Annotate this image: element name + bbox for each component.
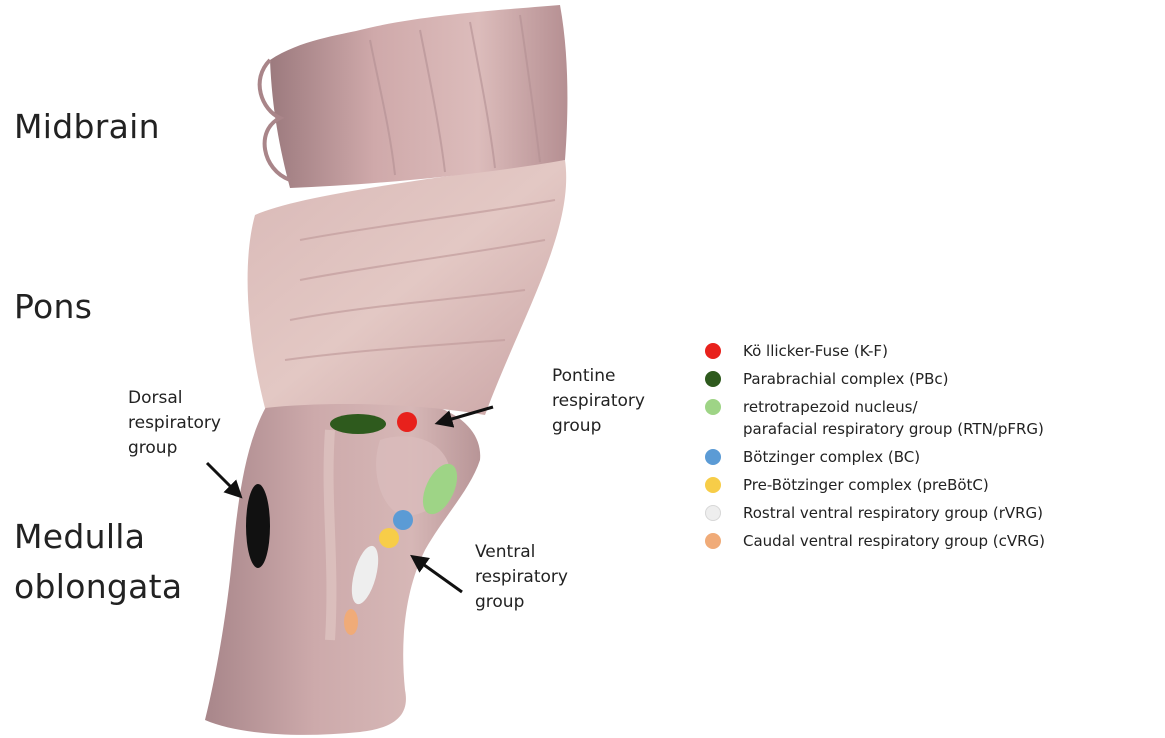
legend-item-kolliker-fuse: Kö llicker-Fuse (K-F) (705, 340, 1155, 362)
brainstem-illustration (205, 5, 567, 735)
rvrg-swatch (705, 505, 721, 521)
botzinger-marker (393, 510, 413, 530)
pons-shape (248, 160, 567, 415)
legend-label: Parabrachial complex (PBc) (743, 368, 948, 390)
legend-label: retrotrapezoid nucleus/ (743, 396, 1044, 418)
medulla-label-line2: oblongata (14, 568, 182, 606)
pre-botzinger-marker (379, 528, 399, 548)
pontine-group-line: Pontine (552, 364, 645, 389)
pons-label: Pons (14, 288, 92, 326)
dorsal-arrow (207, 463, 240, 496)
dorsal-group-label: Dorsal respiratory group (128, 386, 221, 461)
ventral-group-line: group (475, 590, 568, 615)
legend-label: parafacial respiratory group (RTN/pFRG) (743, 418, 1044, 440)
pontine-group-line: group (552, 414, 645, 439)
medulla-label-line1: Medulla (14, 518, 145, 556)
legend: Kö llicker-Fuse (K-F) Parabrachial compl… (705, 340, 1155, 552)
legend-item-parabrachial: Parabrachial complex (PBc) (705, 368, 1155, 390)
legend-label: Kö llicker-Fuse (K-F) (743, 340, 888, 362)
legend-label: Pre-Bötzinger complex (preBötC) (743, 474, 989, 496)
cvrg-marker (344, 609, 358, 635)
legend-item-pre-botzinger: Pre-Bötzinger complex (preBötC) (705, 474, 1155, 496)
pontine-group-line: respiratory (552, 389, 645, 414)
legend-label: Bötzinger complex (BC) (743, 446, 920, 468)
legend-item-botzinger: Bötzinger complex (BC) (705, 446, 1155, 468)
ventral-group-line: respiratory (475, 565, 568, 590)
legend-item-rvrg: Rostral ventral respiratory group (rVRG) (705, 502, 1155, 524)
kolliker-fuse-marker (397, 412, 417, 432)
botzinger-swatch (705, 449, 721, 465)
dorsal-group-line: group (128, 436, 221, 461)
ventral-group-line: Ventral (475, 540, 568, 565)
pontine-group-label: Pontine respiratory group (552, 364, 645, 439)
drg-marker (246, 484, 270, 568)
cvrg-swatch (705, 533, 721, 549)
medulla-ridge (329, 430, 332, 640)
dorsal-group-line: respiratory (128, 411, 221, 436)
medulla-shape (205, 396, 480, 735)
legend-item-cvrg: Caudal ventral respiratory group (cVRG) (705, 530, 1155, 552)
midbrain-label: Midbrain (14, 108, 160, 146)
parabrachial-swatch (705, 371, 721, 387)
ventral-group-label: Ventral respiratory group (475, 540, 568, 615)
pre-botzinger-swatch (705, 477, 721, 493)
parabrachial-marker (330, 414, 386, 434)
legend-label: Caudal ventral respiratory group (cVRG) (743, 530, 1045, 552)
dorsal-group-line: Dorsal (128, 386, 221, 411)
kolliker-fuse-swatch (705, 343, 721, 359)
rtn-pfrg-swatch (705, 399, 721, 415)
ventral-arrow (413, 557, 462, 592)
legend-label: Rostral ventral respiratory group (rVRG) (743, 502, 1043, 524)
legend-item-rtn-pfrg: retrotrapezoid nucleus/ parafacial respi… (705, 396, 1155, 440)
